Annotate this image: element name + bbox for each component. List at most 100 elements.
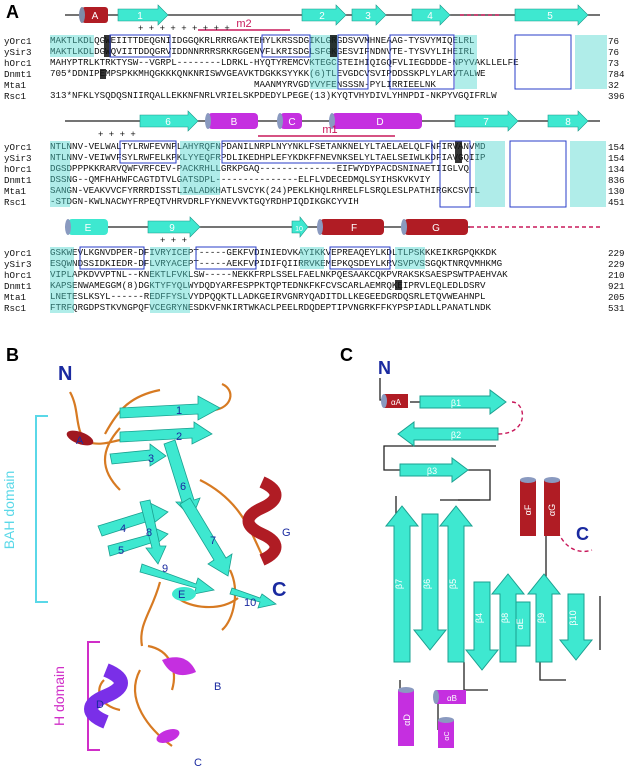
svg-text:β6: β6	[422, 579, 432, 589]
helix-a-symbol: A	[79, 7, 108, 23]
topology-beta-3: β3	[399, 457, 469, 483]
svg-text:A: A	[92, 11, 99, 22]
seq-name: Dnmt1	[4, 69, 32, 80]
seq-row: ESQWNDSSIDKIEDR-DFLVRYACEPT-----AEKFVPID…	[50, 258, 503, 269]
bah-domain-label: BAH domain	[1, 471, 17, 550]
helix-b-ribbon: B	[162, 657, 221, 693]
seq-name: Rsc1	[4, 303, 27, 314]
strand-2-ribbon	[119, 421, 213, 445]
svg-text:β10: β10	[568, 610, 578, 625]
topology-vertical-labels: β7 β6 β5 β4 β8 αE β9 β10	[394, 579, 578, 630]
seq-name: ySir3	[4, 47, 32, 58]
svg-text:4: 4	[120, 523, 126, 535]
svg-text:αA: αA	[391, 398, 402, 407]
seq-name: Rsc1	[4, 91, 27, 102]
seq-name: yOrc1	[4, 142, 32, 153]
svg-text:E: E	[178, 589, 185, 601]
motif-m1-label: m1	[322, 124, 337, 136]
strand-9-ribbon	[139, 563, 215, 595]
svg-text:D: D	[96, 699, 104, 711]
svg-text:αF: αF	[523, 504, 533, 515]
seq-end: 130	[608, 186, 625, 197]
svg-text:D: D	[376, 117, 383, 128]
seq-row: MAKTLKDLDGWQVIITDDQGRVIDDNNRRRSRKRGGENVF…	[50, 46, 475, 57]
ss-track-block-1: A 1 2 3 4 5 m2	[65, 4, 600, 31]
svg-text:7: 7	[483, 117, 489, 128]
seq-end: 836	[608, 175, 625, 186]
topology-alpha-b: αB	[433, 690, 466, 704]
svg-text:6: 6	[165, 117, 171, 128]
seq-name: Mta1	[4, 292, 27, 303]
strand-10-symbol: 10	[291, 216, 309, 238]
seq-row: NTLNNV-VELWALTYLRWFEVNPLAHYRQFNPDANILNRP…	[50, 141, 486, 152]
svg-text:8: 8	[565, 117, 571, 128]
c-terminus-label: C	[272, 579, 286, 601]
svg-text:C: C	[288, 117, 295, 128]
seq-name: Mta1	[4, 80, 27, 91]
svg-text:αC: αC	[444, 731, 451, 740]
svg-text:A: A	[76, 435, 84, 447]
strand-6-symbol: 6	[139, 110, 199, 132]
strand-3-symbol: 3	[351, 4, 387, 26]
strand-1-ribbon	[119, 395, 221, 421]
seq-end: 76	[608, 36, 620, 47]
seq-row: FTRFQRGDPSTKVNGPQFVCEGRYNESDKVFNKIRTWKAC…	[50, 302, 492, 313]
panel-label-c: C	[340, 345, 353, 365]
motif-m2-label: m2	[236, 18, 251, 30]
seq-row: MAHYPTRLKTRKTYSW--VGRPL--------LDRKL-HYQ…	[50, 57, 519, 68]
svg-text:β1: β1	[451, 398, 461, 408]
seq-end: 451	[608, 197, 625, 208]
topology-alpha-g: αG	[544, 477, 560, 536]
svg-text:E: E	[85, 223, 92, 234]
seq-row: -STDGN-KWLNACWYFRPEQTVHRVDRLFYKNEVVKTGQY…	[50, 196, 359, 207]
svg-text:3: 3	[365, 11, 371, 22]
topology-alpha-d: αD	[398, 687, 414, 746]
strand-1-symbol: 1	[117, 4, 169, 26]
helix-d-ribbon: D	[84, 663, 128, 729]
strand-4-symbol: 4	[411, 4, 451, 26]
svg-text:β5: β5	[448, 579, 458, 589]
seq-end: 154	[608, 153, 625, 164]
svg-text:β7: β7	[394, 579, 404, 589]
helix-c-ribbon: C	[156, 729, 202, 769]
topology-c-label: C	[576, 524, 589, 544]
svg-text:5: 5	[547, 11, 553, 22]
topology-beta-4	[464, 581, 500, 671]
seq-row: LNETESLKSYL------REDFFYSLVYDPQQKTLLADKGE…	[50, 291, 486, 302]
svg-text:β8: β8	[500, 613, 510, 623]
helix-f-symbol: F	[317, 219, 384, 235]
svg-text:β3: β3	[427, 466, 437, 476]
svg-text:8: 8	[146, 527, 152, 539]
strand-9-symbol: 9	[147, 216, 201, 238]
disordered-loop-2	[557, 531, 593, 553]
strand-2-symbol: 2	[301, 4, 347, 26]
topology-beta-6	[412, 513, 448, 651]
svg-text:F: F	[351, 223, 357, 234]
conservation-marks: + + + + + + + + +	[138, 24, 230, 34]
panel-label-b: B	[6, 345, 19, 365]
svg-text:β2: β2	[451, 430, 461, 440]
seq-end: 73	[608, 58, 620, 69]
seq-name: Mta1	[4, 186, 27, 197]
disordered-loop-1	[497, 401, 524, 435]
seq-name: hOrc1	[4, 270, 32, 281]
seq-end: 134	[608, 164, 625, 175]
ss-track-block-3: E 9 10 F G	[65, 216, 600, 238]
seq-row: 313*NFKLYSQDQSNIIRQALLEKKNFNRLVRIELSKPDE…	[50, 90, 497, 101]
seq-name: yOrc1	[4, 36, 32, 47]
strand-labels: 1 2 3 4 5 6 7 8 9 10 E	[118, 405, 256, 609]
strand-8-symbol: 8	[547, 110, 589, 132]
seq-row: VIPLAPKDVVPTNL--KNEKTLFVKLSW-----NEKKFRP…	[50, 269, 508, 280]
seq-end: 531	[608, 303, 625, 314]
svg-text:β9: β9	[536, 613, 546, 623]
topology-beta-2: β2	[397, 421, 499, 447]
conservation-marks: + + +	[160, 236, 188, 246]
topology-beta-5	[438, 505, 474, 663]
helix-b-symbol: B	[205, 113, 258, 129]
svg-text:B: B	[231, 117, 238, 128]
helix-d-symbol: D	[329, 113, 422, 129]
topology-alpha-f: αF	[520, 477, 536, 536]
seq-end: 76	[608, 47, 620, 58]
seq-end: 784	[608, 69, 625, 80]
seq-name: Rsc1	[4, 197, 27, 208]
